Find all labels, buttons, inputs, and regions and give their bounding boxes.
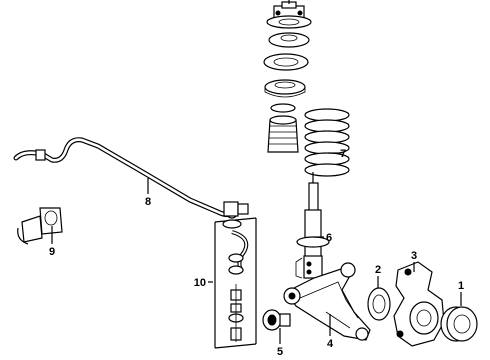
callout-9: 9 bbox=[49, 246, 55, 258]
control-arm-bushing bbox=[262, 309, 291, 331]
spring-seat bbox=[263, 53, 309, 71]
callout-2: 2 bbox=[375, 264, 381, 276]
callout-1: 1 bbox=[458, 280, 464, 292]
stabilizer-link-kit bbox=[214, 201, 257, 349]
dust-shield bbox=[367, 287, 391, 321]
lower-control-arm bbox=[283, 262, 371, 341]
stabilizer-bushing bbox=[17, 207, 63, 245]
upper-strut-mount bbox=[266, 0, 312, 29]
dust-boot bbox=[267, 115, 299, 153]
coil-spring bbox=[304, 108, 350, 177]
callout-8: 8 bbox=[145, 196, 151, 208]
callout-4: 4 bbox=[327, 338, 334, 350]
callout-3: 3 bbox=[411, 250, 417, 262]
hub-bearing bbox=[440, 306, 478, 342]
strut-assembly bbox=[295, 172, 330, 279]
bump-stop bbox=[270, 103, 296, 113]
spring-insulator bbox=[264, 79, 306, 98]
stabilizer-bar bbox=[13, 137, 238, 219]
callout-6: 6 bbox=[326, 232, 332, 244]
mount-bearing bbox=[268, 32, 310, 48]
steering-knuckle bbox=[393, 261, 445, 347]
callout-7: 7 bbox=[340, 148, 346, 160]
callout-10: 10 bbox=[194, 277, 206, 289]
leader-lines bbox=[51, 152, 462, 344]
callout-5: 5 bbox=[277, 346, 283, 358]
